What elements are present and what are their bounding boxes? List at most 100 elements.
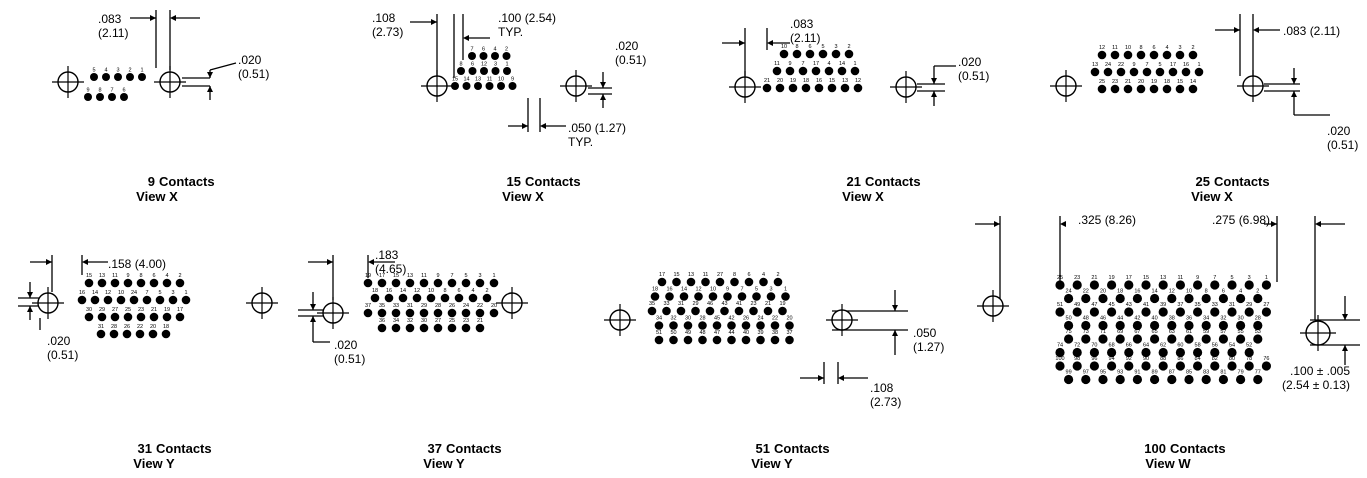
contact-number: 76 xyxy=(1263,356,1269,362)
contact-number: 29 xyxy=(692,301,698,307)
contact-number: 57 xyxy=(1220,329,1226,335)
contact-number: 43 xyxy=(721,301,727,307)
dimension-metric: (0.51) xyxy=(958,69,989,83)
contact-number: 62 xyxy=(1160,342,1166,348)
contact-pin xyxy=(84,93,92,101)
contact-pin xyxy=(1064,293,1074,304)
contact-pin xyxy=(1175,307,1185,317)
contact-pin xyxy=(1167,334,1177,344)
contact-number: 27 xyxy=(1263,302,1269,308)
contact-pin xyxy=(1236,334,1246,344)
contact-pin xyxy=(1089,347,1099,358)
contact-pin xyxy=(491,67,500,75)
contact-pin xyxy=(694,292,703,301)
contact-pin xyxy=(672,277,681,287)
contact-pin xyxy=(844,49,854,59)
contact-pin xyxy=(1124,361,1134,371)
contact-number: 48 xyxy=(1083,315,1089,321)
contact-number: 69 xyxy=(1117,329,1123,335)
dimension-arrow xyxy=(1342,345,1348,351)
contact-number: 7 xyxy=(110,88,113,94)
contact-pin xyxy=(1236,293,1246,304)
contact-number: 17 xyxy=(1126,275,1132,281)
dimension-value: .100 (2.54) xyxy=(498,11,556,25)
contact-pin xyxy=(1227,347,1237,358)
contact-pin xyxy=(97,278,107,288)
contact-pin xyxy=(102,73,110,81)
contact-pin xyxy=(770,321,780,330)
contact-pin xyxy=(1193,347,1203,358)
contact-number: 28 xyxy=(699,316,705,322)
dimension-value: .020 xyxy=(1327,124,1351,138)
contact-pin xyxy=(730,277,739,287)
contact-pin xyxy=(454,293,464,303)
contact-pin xyxy=(370,293,380,303)
contact-number: 45 xyxy=(1109,302,1115,308)
contact-number: 4 xyxy=(471,288,474,294)
contact-pin xyxy=(1236,374,1246,385)
dimension-metric: (2.11) xyxy=(98,26,128,40)
contact-pin xyxy=(1107,280,1117,290)
contact-number: 2 xyxy=(178,273,181,279)
contact-number: 10 xyxy=(710,287,716,293)
contact-pin xyxy=(461,323,471,333)
contact-number: 95 xyxy=(1100,369,1106,375)
contact-number: 17 xyxy=(177,307,183,313)
contact-pin xyxy=(1123,84,1133,94)
contact-number: 11 xyxy=(703,272,709,278)
contact-pin xyxy=(1253,320,1263,331)
contact-count: 15 xyxy=(507,174,521,189)
contact-pin xyxy=(763,306,773,316)
contact-number: 6 xyxy=(152,273,155,279)
contact-number: 20 xyxy=(786,316,792,322)
contact-number: 6 xyxy=(1152,45,1155,51)
contact-number: 28 xyxy=(1255,315,1261,321)
contact-pin xyxy=(1162,50,1172,60)
contact-pin xyxy=(142,295,152,305)
contact-pin xyxy=(116,295,126,305)
contact-number: 2 xyxy=(505,47,508,53)
contact-pin xyxy=(1115,374,1125,385)
contact-number: 23 xyxy=(463,318,469,324)
contact-number: 55 xyxy=(1238,329,1244,335)
contact-number: 18 xyxy=(163,324,169,330)
contact-number: 23 xyxy=(750,301,756,307)
contact-pin xyxy=(1064,374,1074,385)
contact-pin xyxy=(781,292,790,301)
contact-pin xyxy=(1193,307,1203,317)
contact-number: 11 xyxy=(487,77,493,83)
contact-pin xyxy=(114,73,122,81)
dimension-arrow xyxy=(931,91,937,97)
contact-number: 73 xyxy=(1083,329,1089,335)
contact-pin xyxy=(698,335,707,345)
view-label: View X xyxy=(842,189,884,204)
contact-number: 11 xyxy=(1112,45,1118,51)
contact-number: 18 xyxy=(372,288,378,294)
contact-number: 8 xyxy=(795,44,798,50)
contact-number: 35 xyxy=(1195,302,1201,308)
contact-pin xyxy=(720,306,729,316)
contact-pin xyxy=(1201,293,1211,304)
contact-number: 37 xyxy=(786,330,792,336)
dimension-arrow xyxy=(207,72,213,78)
dimension-value: .020 xyxy=(615,39,639,53)
contact-number: 21 xyxy=(477,318,483,324)
dimension-arrow xyxy=(368,259,374,265)
dimension-arrow xyxy=(27,292,33,298)
contact-pin xyxy=(1115,334,1125,344)
contact-number: 81 xyxy=(1220,369,1226,375)
contact-pin xyxy=(654,335,664,345)
contact-number: 9 xyxy=(788,61,791,67)
contact-pin xyxy=(123,278,133,288)
dimension-arrow xyxy=(82,259,88,265)
contact-pin xyxy=(1081,374,1091,385)
view-label: View X xyxy=(502,189,544,204)
contact-pin xyxy=(482,293,492,303)
contact-count: 9 xyxy=(148,174,155,189)
contact-pin xyxy=(1103,67,1113,77)
contact-number: 7 xyxy=(145,290,148,296)
contact-pin xyxy=(1175,361,1185,371)
contact-pin xyxy=(1055,280,1065,290)
contact-number: 14 xyxy=(1190,79,1196,85)
contact-pin xyxy=(683,321,693,330)
